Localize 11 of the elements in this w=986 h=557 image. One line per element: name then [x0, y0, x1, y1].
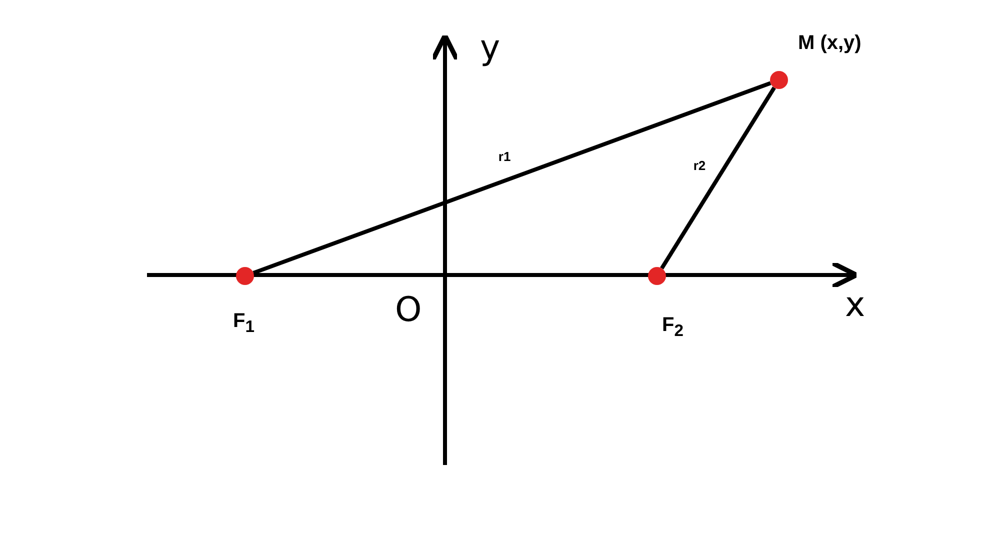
- point-marker: [770, 71, 788, 89]
- point-marker: [236, 267, 254, 285]
- point-label: M (x,y): [798, 32, 862, 55]
- point-label: F$_{1}$: [233, 310, 254, 337]
- origin-label: O: [395, 290, 422, 330]
- point-label: F$_{2}$: [662, 314, 684, 341]
- line-segment: [660, 86, 776, 270]
- axis-label: x: [845, 285, 866, 325]
- line-segment: [252, 81, 772, 275]
- axis-label: y: [480, 28, 500, 68]
- point-marker: [648, 267, 666, 285]
